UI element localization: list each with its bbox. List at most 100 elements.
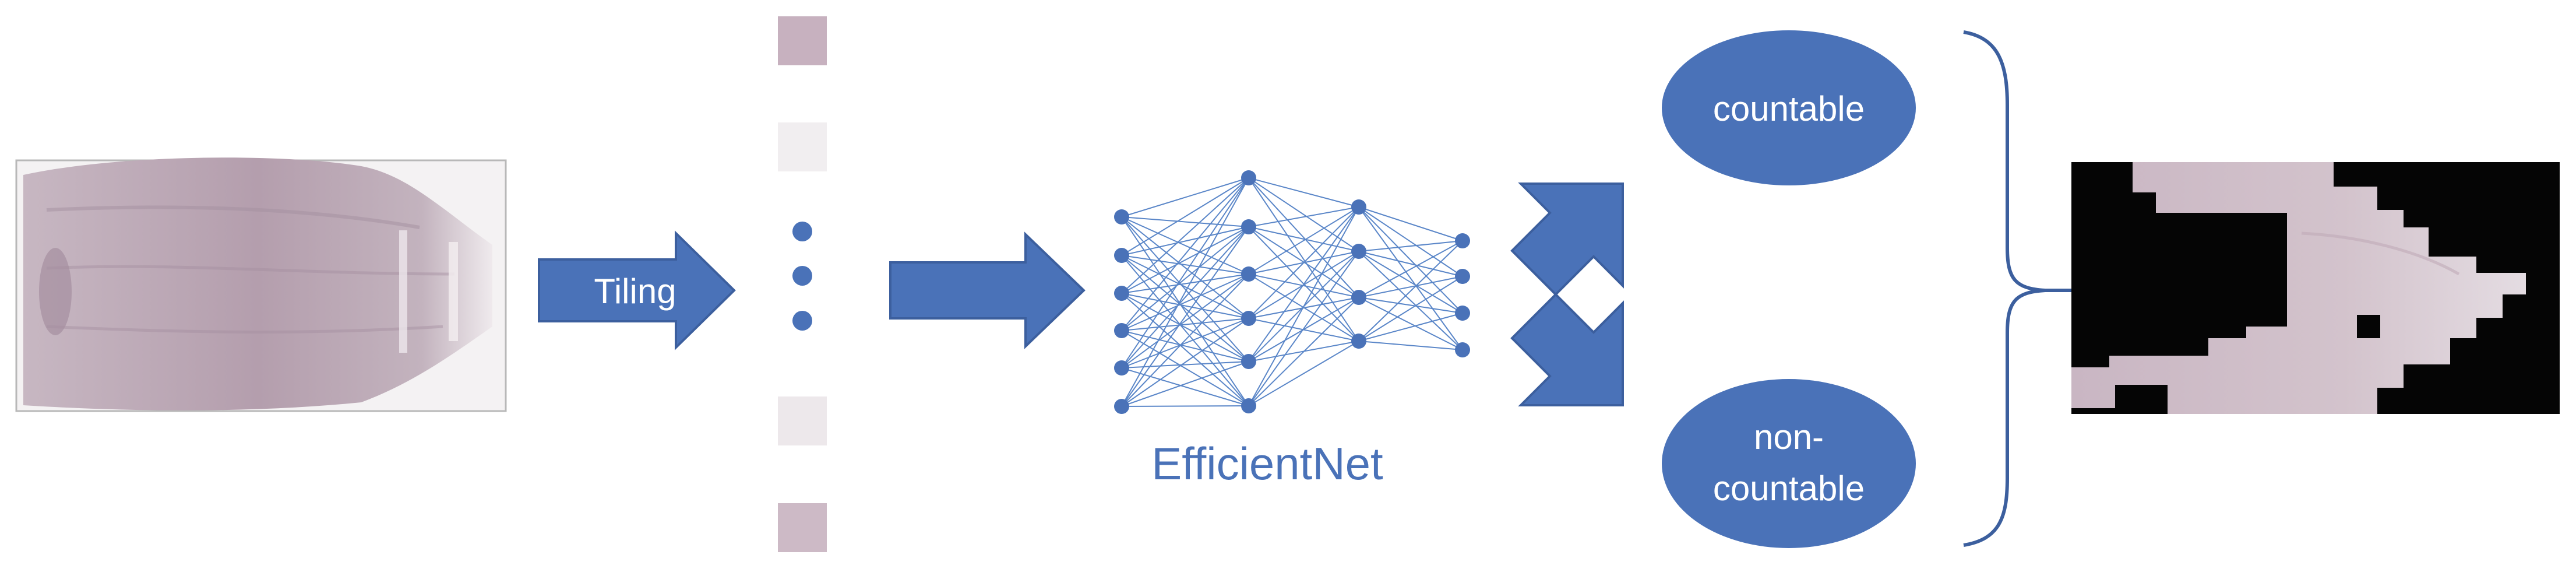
network-edge	[1121, 361, 1249, 369]
network-edge	[1248, 297, 1359, 319]
arrow-up-right-icon	[1510, 183, 1624, 296]
network-node	[1114, 360, 1129, 376]
network-node	[1351, 244, 1366, 259]
network-edge	[1121, 255, 1249, 406]
tiling-arrow: Tiling	[538, 230, 736, 350]
network-node	[1241, 170, 1256, 185]
class-countable: countable	[1662, 30, 1916, 185]
arrow-down-right-icon	[1510, 293, 1624, 406]
network-node	[1351, 290, 1366, 305]
network-edge	[1358, 297, 1463, 350]
network-edge	[1121, 226, 1249, 256]
class-noncountable: non- countable	[1662, 379, 1916, 548]
network-edge	[1121, 293, 1249, 319]
network-edge	[1121, 367, 1249, 406]
network-edge	[1121, 255, 1249, 319]
network-edge	[1358, 206, 1463, 314]
network-edge	[1358, 341, 1463, 350]
network-edge	[1358, 206, 1463, 277]
network-edge	[1121, 216, 1249, 227]
network-edge	[1121, 216, 1249, 319]
network-node	[1351, 334, 1366, 349]
network-edge	[1121, 226, 1249, 294]
arrow-right-icon	[538, 230, 736, 350]
network-edge	[1121, 318, 1249, 407]
network-node	[1455, 306, 1470, 321]
noncountable-label-line2: countable	[1713, 469, 1865, 508]
network-edge	[1358, 297, 1463, 314]
tile	[778, 122, 827, 171]
network-edge	[1121, 255, 1249, 362]
network-edge	[1248, 206, 1359, 227]
network-edge	[1248, 226, 1359, 252]
countable-label: countable	[1713, 89, 1865, 128]
network-edge	[1121, 177, 1249, 331]
network-edge	[1121, 361, 1249, 407]
network-node	[1114, 323, 1129, 338]
network-edge	[1358, 251, 1463, 277]
network-node	[1241, 219, 1256, 234]
network-edge	[1358, 206, 1463, 350]
network-edge	[1121, 293, 1249, 406]
network-edge	[1121, 177, 1249, 294]
network-edge	[1248, 206, 1359, 362]
network-node	[1241, 354, 1256, 369]
tile	[778, 16, 827, 65]
network-edge	[1121, 216, 1249, 275]
network-edge	[1121, 177, 1249, 369]
network-edge	[1121, 330, 1249, 406]
network-edge	[1121, 273, 1249, 331]
network-edge	[1248, 273, 1359, 298]
network-node	[1455, 342, 1470, 357]
network-edge	[1358, 240, 1463, 342]
tile	[778, 396, 827, 445]
network-edge	[1248, 206, 1359, 275]
network-edge	[1358, 240, 1463, 298]
tile	[778, 503, 827, 552]
network-node	[1114, 286, 1129, 301]
network-edge	[1358, 313, 1463, 342]
network-node	[1114, 399, 1129, 414]
network-edge	[1121, 273, 1249, 407]
tiling-label: Tiling	[594, 272, 676, 311]
network-node	[1455, 269, 1470, 284]
network-edge	[1358, 251, 1463, 350]
network-edge	[1121, 177, 1249, 217]
network-node	[1241, 311, 1256, 326]
ellipsis-dot	[792, 311, 812, 331]
network-node	[1455, 233, 1470, 248]
network-edge	[1358, 276, 1463, 342]
tile-column	[778, 16, 827, 552]
network-node	[1241, 266, 1256, 282]
noncountable-label-line1: non-	[1754, 417, 1824, 457]
arrow-right-icon	[889, 231, 1086, 349]
network-node	[1351, 199, 1366, 215]
network-edge	[1358, 206, 1463, 241]
network-edge	[1121, 216, 1249, 362]
network-edge	[1121, 273, 1249, 369]
network-edge	[1248, 177, 1359, 342]
network-node	[1114, 209, 1129, 224]
network-edge	[1121, 216, 1249, 406]
ellipsis-dot	[792, 266, 812, 286]
network-edge	[1248, 206, 1359, 406]
neural-network-icon	[1114, 170, 1470, 414]
network-edge	[1358, 240, 1463, 252]
network-node	[1114, 248, 1129, 263]
network-edge	[1248, 177, 1359, 208]
model-label: EfficientNet	[1151, 438, 1383, 489]
network-edge	[1121, 318, 1249, 369]
network-edge	[1121, 273, 1249, 294]
network-edge	[1358, 251, 1463, 314]
input-slide-image	[15, 157, 507, 412]
network-edge	[1121, 318, 1249, 331]
network-edge	[1358, 276, 1463, 298]
network-edge	[1248, 341, 1359, 406]
network-edge	[1121, 226, 1249, 331]
ellipsis-dot	[792, 222, 812, 241]
network-edge	[1121, 226, 1249, 407]
network-edge	[1248, 251, 1359, 406]
curly-brace-icon	[1963, 30, 2089, 547]
network-edge	[1121, 177, 1249, 256]
